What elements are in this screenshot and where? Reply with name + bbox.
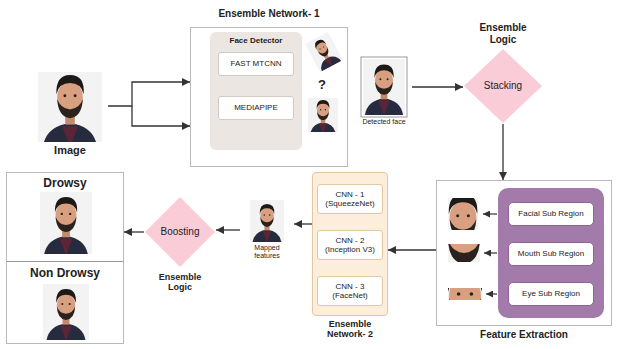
- connector-group: [124, 232, 144, 233]
- node-text: Non Drowsy: [7, 267, 123, 281]
- person-photo: [43, 283, 89, 341]
- connector-group: [216, 230, 240, 231]
- tilted-photo: [305, 32, 343, 73]
- cnn-box: CNN - 2 (Inception V3): [317, 230, 383, 260]
- pointer-arrow: [483, 213, 497, 214]
- connector-arrow: [502, 124, 503, 180]
- decision-diamond: BoostingEnsemble Logic: [144, 196, 216, 300]
- photo-frame: [361, 57, 407, 117]
- person-photo: [40, 191, 92, 256]
- connector-group: [412, 87, 463, 88]
- cnn-ensemble-box: Ensemble Network- 2CNN - 1 (SqueezeNet)C…: [312, 172, 388, 316]
- connector-arrow: [124, 231, 144, 232]
- ensemble-box: Ensemble Network- 1Face DetectorFAST MTC…: [190, 27, 348, 167]
- connector-group: [503, 124, 504, 180]
- diamond-fill: [464, 49, 542, 123]
- node-text: Mapped features: [240, 244, 294, 260]
- node-text: MEDIAPIPE: [231, 101, 281, 114]
- person-photo: [308, 96, 338, 134]
- node-text: Ensemble Logic: [144, 272, 216, 293]
- person-photo: [38, 67, 102, 147]
- input-image: Image: [32, 70, 108, 162]
- divider-line: [7, 261, 123, 262]
- connector-arrow: [216, 229, 240, 230]
- node-text: Ensemble Logic: [463, 22, 543, 45]
- diamond-fill: [145, 197, 215, 267]
- cnn-box: CNN - 3 (FaceNet): [317, 276, 383, 306]
- node-text: CNN - 1 (SqueezeNet): [318, 188, 382, 210]
- pointer-arrow: [486, 293, 497, 294]
- process-box: MEDIAPIPE: [218, 96, 294, 120]
- process-box: FAST MTCNN: [218, 52, 294, 76]
- detected-face: Detected face: [356, 56, 412, 132]
- node-text: Ensemble Network- 2: [313, 319, 387, 340]
- connector-group: [108, 82, 190, 126]
- person-photo: [305, 32, 343, 73]
- connector-arrow: [132, 106, 190, 126]
- node-text: Facial Sub Region: [515, 207, 586, 220]
- region-box: Mouth Sub Region: [508, 242, 594, 266]
- person-photo: [250, 200, 284, 243]
- node-text: Boosting: [144, 196, 216, 268]
- connector-arrow: [108, 82, 190, 106]
- callout-mark: ?: [312, 78, 332, 93]
- pointer-arrow: [484, 252, 497, 253]
- node-text: FAST MTCNN: [228, 57, 285, 70]
- node-text: Face Detector: [210, 36, 302, 45]
- node-text: Drowsy: [7, 177, 123, 191]
- node-text: Stacking: [463, 48, 543, 124]
- person-photo: [362, 59, 407, 115]
- detector-panel: Face DetectorFAST MTCNN MEDIAPIPE: [210, 32, 302, 150]
- output-box: DrowsyNon Drowsy: [6, 172, 124, 344]
- cnn-box: CNN - 1 (SqueezeNet): [317, 184, 383, 214]
- decision-diamond: Ensemble LogicStacking: [463, 20, 543, 124]
- node-text: Ensemble Network- 1: [191, 8, 347, 20]
- node-text: CNN - 3 (FaceNet): [318, 280, 382, 302]
- region-box: Eye Sub Region: [508, 282, 594, 306]
- connector-arrow: [412, 86, 463, 87]
- connector-arrow: [294, 223, 312, 224]
- node-text: Image: [32, 144, 108, 157]
- mapped-features: Mapped features: [240, 200, 294, 264]
- connector-group: [294, 224, 312, 225]
- node-text: Feature Extraction: [437, 329, 611, 341]
- feature-box: Feature ExtractionFacial Sub RegionMouth…: [436, 180, 612, 326]
- node-text: CNN - 2 (Inception V3): [318, 234, 382, 256]
- node-text: Eye Sub Region: [519, 287, 583, 300]
- node-text: Mouth Sub Region: [515, 247, 587, 260]
- node-text: Detected face: [356, 118, 412, 126]
- region-box: Facial Sub Region: [508, 202, 594, 226]
- connector-arrow: [388, 249, 436, 250]
- connector-group: [388, 250, 436, 251]
